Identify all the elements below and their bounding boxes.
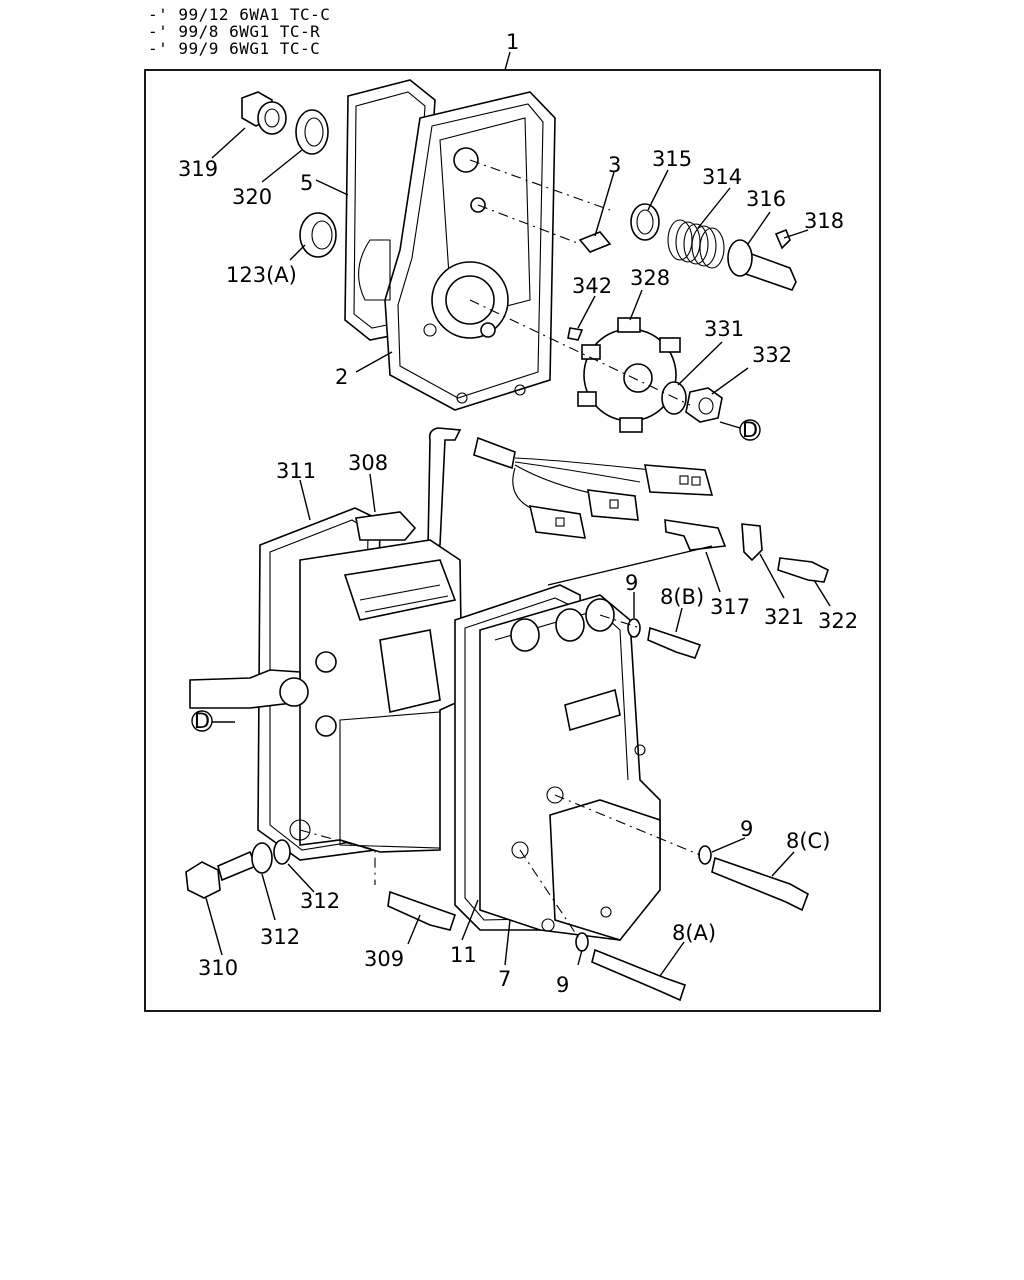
callout-319: 319 [178,157,218,181]
bolt-8a [591,948,687,1002]
callout-310: 310 [198,956,238,980]
callout-318: 318 [804,209,844,233]
diagram-frame [144,69,881,1012]
callout-9-middle: 9 [740,817,753,841]
callout-315: 315 [652,147,692,171]
reference-d-upper [739,419,761,441]
connector-2 [587,489,639,521]
callout-309: 309 [364,947,404,971]
reference-d-lower [191,710,213,732]
hose [427,427,462,550]
callout-314: 314 [702,165,742,189]
callout-328: 328 [630,266,670,290]
washer-331 [661,381,687,415]
callout-311: 311 [276,459,316,483]
washer-312a [251,842,273,874]
callout-312-upper: 312 [300,889,340,913]
callout-9-upper: 9 [625,571,638,595]
callout-316: 316 [746,187,786,211]
gear-328 [577,317,681,433]
callout-321: 321 [764,605,804,629]
reference-d-lower-label: D [194,709,210,733]
callout-308: 308 [348,451,388,475]
callout-317: 317 [710,595,750,619]
callout-8a: 8(A) [672,921,716,945]
callout-123a: 123(A) [226,263,297,287]
key-342 [567,327,584,341]
housing-2 [384,91,556,411]
elbow-308 [355,511,417,541]
callout-9-lower: 9 [556,973,569,997]
washer-9-middle [698,845,712,865]
callout-8c: 8(C) [786,829,830,853]
harness-connector [473,436,516,470]
callout-8b: 8(B) [660,585,704,609]
ring-315 [630,203,660,241]
callout-342: 342 [572,274,612,298]
bolt-3 [578,231,612,253]
connector-1 [644,464,714,496]
header-line-1: -' 99/12 6WA1 TC-C [148,5,331,24]
bracket-321 [741,523,763,562]
screw-318 [774,228,791,250]
washer-312b [273,839,291,865]
clip-317 [664,519,727,551]
header-line-3: -' 99/9 6WG1 TC-C [148,39,321,58]
callout-3: 3 [608,153,621,177]
washer-9-lower [575,932,589,952]
callout-11: 11 [450,943,477,967]
callout-312-lower: 312 [260,925,300,949]
callout-7: 7 [498,967,511,991]
connector-3 [528,505,587,539]
callout-332: 332 [752,343,792,367]
reference-d-upper-label: D [742,418,758,442]
spring-314 [667,219,725,269]
bolt-310 [185,850,258,899]
callout-2: 2 [335,365,348,389]
callout-5: 5 [300,171,313,195]
bolt-322 [777,557,829,583]
callout-331: 331 [704,317,744,341]
nut-332 [685,387,723,423]
bolt-8b [647,626,702,659]
bolt-8c [711,856,809,912]
callout-1: 1 [506,30,519,54]
callout-322: 322 [818,609,858,633]
washer-9-upper [627,618,641,638]
bolt-309 [387,890,457,931]
seal-123a [299,212,337,258]
callout-320: 320 [232,185,272,209]
header-line-2: -' 99/8 6WG1 TC-R [148,22,321,41]
